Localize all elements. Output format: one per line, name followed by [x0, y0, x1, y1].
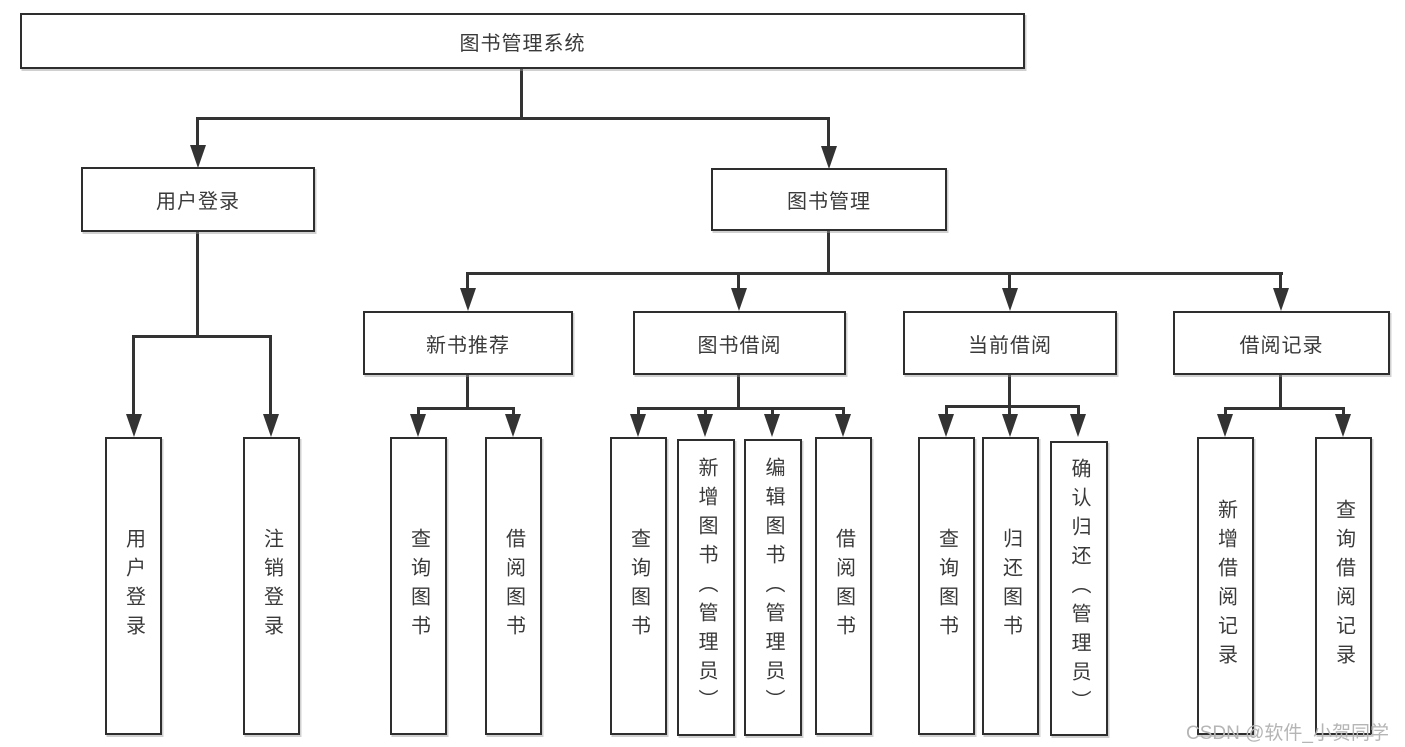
arrow-down-icon	[938, 414, 954, 437]
node-current-borrow: 当前借阅	[903, 311, 1117, 375]
connector-line	[827, 117, 830, 147]
arrow-down-icon	[1217, 414, 1233, 437]
leaf-query-book-3: 查询图书	[918, 437, 975, 735]
leaf-add-borrow-record: 新增借阅记录	[1197, 437, 1254, 735]
connector-line	[704, 407, 707, 419]
node-user-login: 用户登录	[81, 167, 315, 232]
arrow-down-icon	[630, 414, 646, 437]
arrow-down-icon	[731, 288, 747, 311]
connector-line	[637, 407, 845, 410]
connector-line	[417, 407, 420, 419]
leaf-add-book-admin: 新增图书（管理员）	[677, 439, 735, 736]
node-borrow-record: 借阅记录	[1173, 311, 1390, 375]
connector-line	[1008, 405, 1011, 419]
node-book-management: 图书管理	[711, 168, 947, 231]
connector-line	[520, 69, 523, 119]
connector-line	[1279, 373, 1282, 409]
connector-line	[1342, 407, 1345, 419]
arrow-down-icon	[190, 145, 206, 168]
arrow-down-icon	[460, 288, 476, 311]
arrow-down-icon	[1335, 414, 1351, 437]
connector-line	[466, 373, 469, 409]
node-new-book-recommend: 新书推荐	[363, 311, 573, 375]
leaf-query-book-1: 查询图书	[390, 437, 447, 735]
connector-line	[466, 272, 1283, 275]
connector-line	[132, 335, 272, 338]
arrow-down-icon	[1273, 288, 1289, 311]
leaf-borrow-book-1: 借阅图书	[485, 437, 542, 735]
arrow-down-icon	[764, 414, 780, 437]
arrow-down-icon	[410, 414, 426, 437]
connector-line	[196, 117, 199, 147]
arrow-down-icon	[1002, 288, 1018, 311]
node-root-library-system: 图书管理系统	[20, 13, 1025, 69]
arrow-down-icon	[1070, 414, 1086, 437]
arrow-down-icon	[1002, 414, 1018, 437]
connector-line	[637, 407, 640, 419]
connector-line	[466, 272, 469, 292]
arrow-down-icon	[263, 414, 279, 437]
connector-line	[945, 405, 1080, 408]
leaf-query-borrow-record: 查询借阅记录	[1315, 437, 1372, 735]
leaf-borrow-book-2: 借阅图书	[815, 437, 872, 735]
connector-line	[771, 407, 774, 419]
connector-line	[737, 272, 740, 292]
arrow-down-icon	[126, 414, 142, 437]
arrow-down-icon	[505, 414, 521, 437]
connector-line	[197, 117, 830, 120]
connector-line	[196, 230, 199, 337]
connector-line	[132, 335, 135, 416]
connector-line	[1224, 407, 1345, 410]
connector-line	[512, 407, 515, 419]
arrow-down-icon	[697, 414, 713, 437]
arrow-down-icon	[835, 414, 851, 437]
connector-line	[827, 229, 830, 275]
connector-line	[1077, 405, 1080, 419]
leaf-logout: 注销登录	[243, 437, 300, 735]
connector-line	[737, 373, 740, 409]
connector-line	[945, 405, 948, 419]
leaf-confirm-return-admin: 确认归还（管理员）	[1050, 441, 1108, 736]
connector-line	[269, 335, 272, 416]
connector-line	[1224, 407, 1227, 419]
connector-line	[1008, 373, 1011, 407]
node-book-borrow: 图书借阅	[633, 311, 846, 375]
connector-line	[842, 407, 845, 419]
connector-line	[1279, 272, 1282, 292]
watermark: CSDN @软件_小贺同学	[1186, 723, 1389, 744]
leaf-return-book: 归还图书	[982, 437, 1039, 735]
leaf-query-book-2: 查询图书	[610, 437, 667, 735]
connector-line	[417, 407, 515, 410]
leaf-edit-book-admin: 编辑图书（管理员）	[744, 439, 802, 736]
arrow-down-icon	[821, 146, 837, 169]
leaf-user-login: 用户登录	[105, 437, 162, 735]
connector-line	[1008, 272, 1011, 292]
